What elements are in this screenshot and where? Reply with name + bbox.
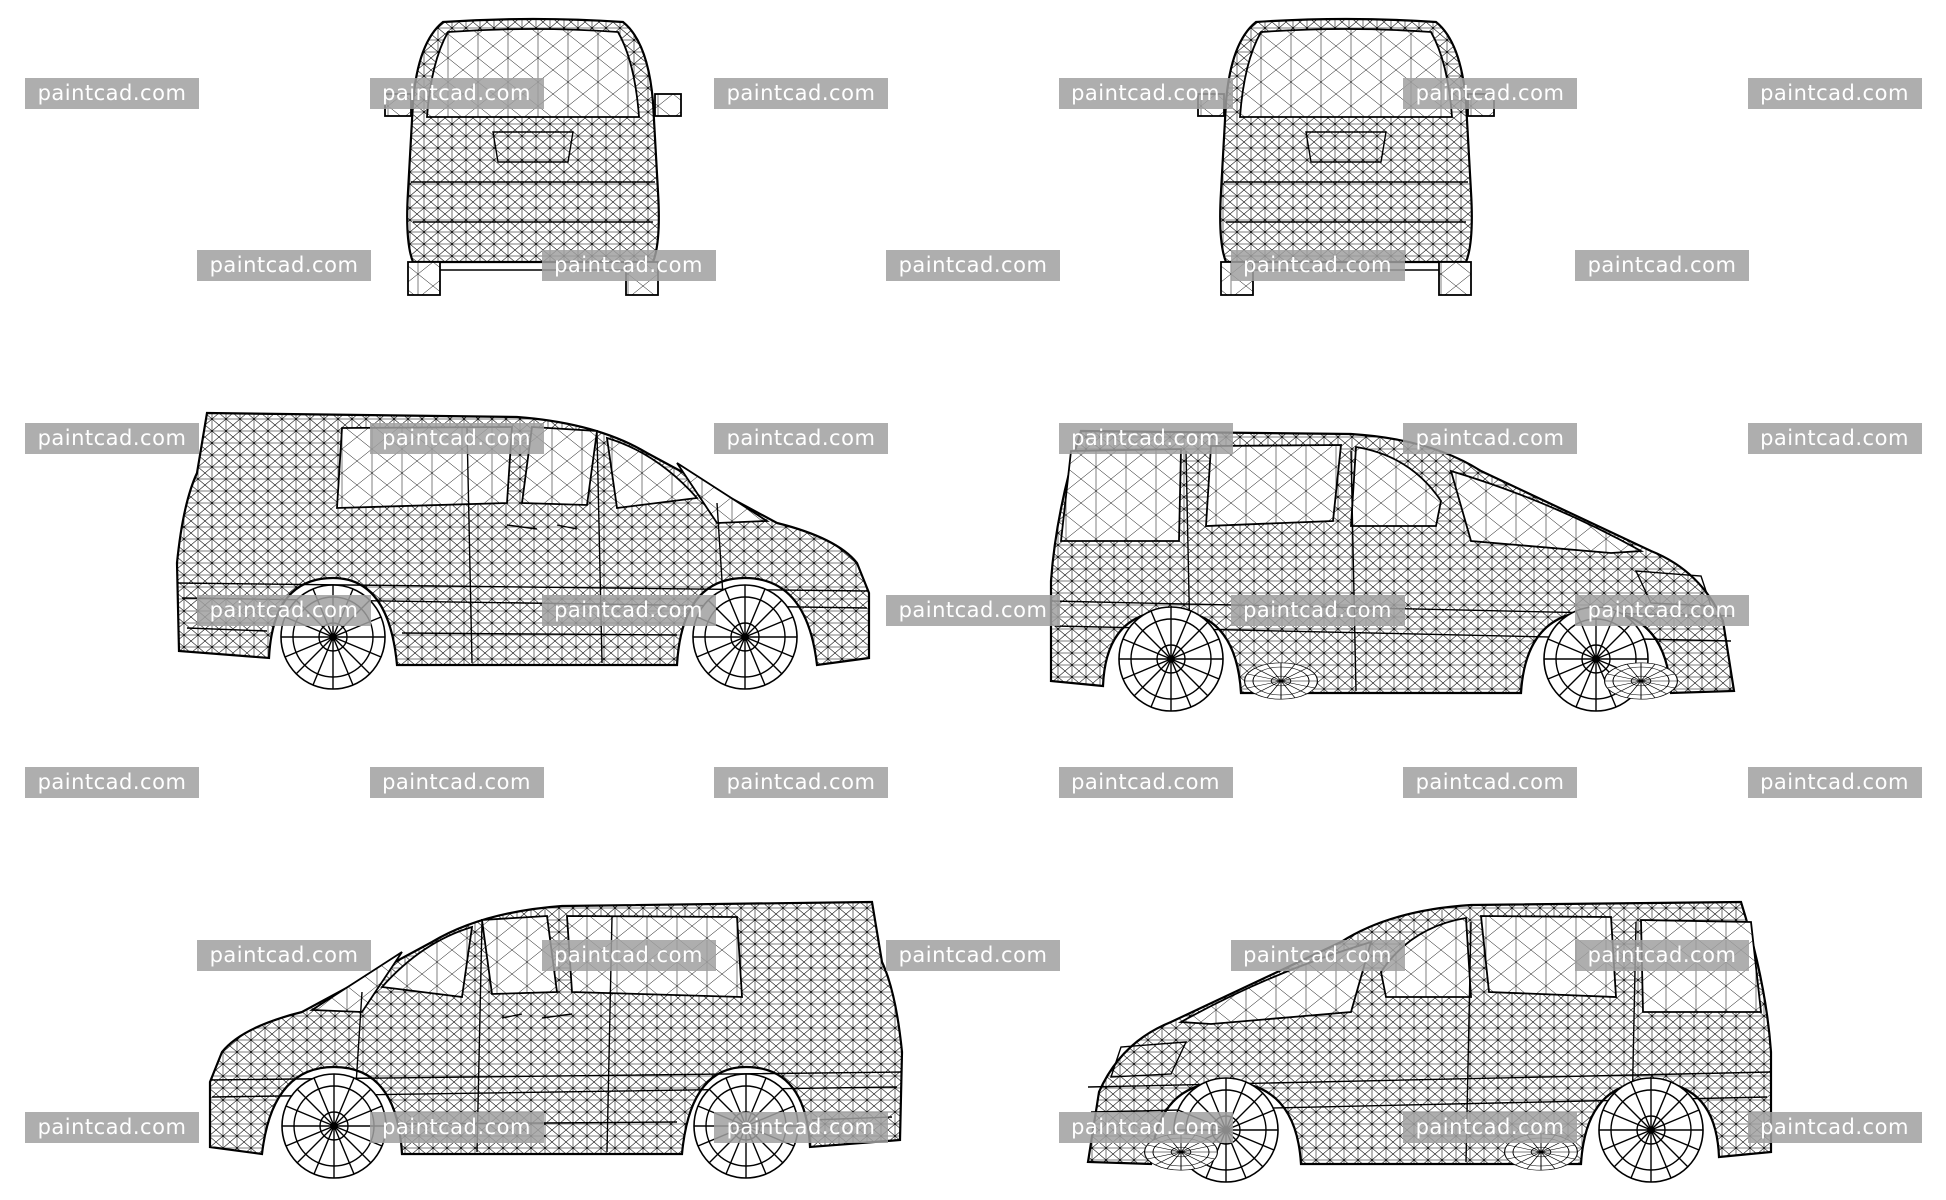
watermark: paintcad.com	[25, 767, 199, 799]
watermark: paintcad.com	[1575, 594, 1749, 626]
watermark: paintcad.com	[1230, 594, 1405, 626]
watermark: paintcad.com	[1747, 1111, 1922, 1143]
watermark: paintcad.com	[714, 767, 888, 799]
watermark: paintcad.com	[1058, 767, 1233, 799]
watermark: paintcad.com	[714, 422, 888, 454]
watermark: paintcad.com	[1058, 422, 1233, 454]
watermark: paintcad.com	[197, 939, 371, 971]
watermark: paintcad.com	[1403, 767, 1577, 799]
watermark: paintcad.com	[1403, 78, 1577, 109]
watermark: paintcad.com	[1747, 78, 1922, 109]
watermark: paintcad.com	[1747, 767, 1922, 799]
watermark: paintcad.com	[369, 767, 544, 799]
watermark: paintcad.com	[369, 78, 544, 109]
watermark: paintcad.com	[1575, 250, 1749, 282]
watermark: paintcad.com	[1058, 1111, 1233, 1143]
watermark: paintcad.com	[1575, 939, 1749, 971]
watermark: paintcad.com	[25, 1111, 199, 1143]
watermark: paintcad.com	[1058, 78, 1233, 109]
watermark: paintcad.com	[541, 594, 716, 626]
watermark: paintcad.com	[1747, 422, 1922, 454]
watermark: paintcad.com	[25, 78, 199, 109]
watermark: paintcad.com	[541, 939, 716, 971]
watermark: paintcad.com	[1230, 250, 1405, 282]
watermark: paintcad.com	[1403, 422, 1577, 454]
watermark: paintcad.com	[1403, 1111, 1577, 1143]
side-view-van-right	[177, 413, 869, 689]
watermark: paintcad.com	[25, 422, 199, 454]
watermark: paintcad.com	[886, 250, 1060, 282]
three-quarter-view-van-front	[1051, 431, 1734, 711]
watermark: paintcad.com	[714, 78, 888, 109]
watermark: paintcad.com	[714, 1111, 888, 1143]
watermark: paintcad.com	[197, 594, 371, 626]
watermark: paintcad.com	[886, 594, 1060, 626]
watermark: paintcad.com	[197, 250, 371, 282]
watermark: paintcad.com	[541, 250, 716, 282]
watermark: paintcad.com	[886, 939, 1060, 971]
watermark: paintcad.com	[369, 422, 544, 454]
watermark: paintcad.com	[369, 1111, 544, 1143]
watermark: paintcad.com	[1230, 939, 1405, 971]
